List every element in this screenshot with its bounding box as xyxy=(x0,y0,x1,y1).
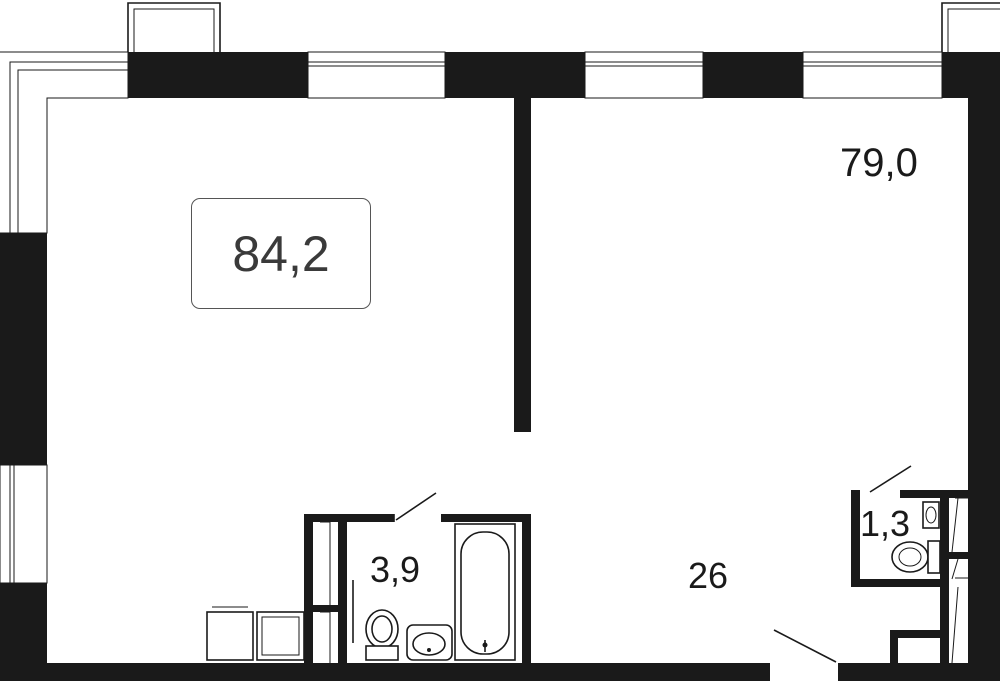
wc-toilet xyxy=(891,540,941,574)
storage-closet xyxy=(890,577,968,664)
washing-machine xyxy=(206,606,254,661)
washbasin xyxy=(406,624,453,661)
bathroom-door xyxy=(393,492,437,522)
wc-walls xyxy=(851,490,968,587)
bathtub xyxy=(454,523,516,661)
appliance-cabinet xyxy=(256,611,305,661)
window-left-lower xyxy=(0,464,48,584)
window-top-3 xyxy=(802,51,943,99)
total-area-badge: 84,2 xyxy=(191,198,371,309)
total-area-value: 84,2 xyxy=(232,225,330,282)
balcony-left xyxy=(127,2,221,52)
room-area-bathroom: 3,9 xyxy=(370,549,421,590)
wc-door xyxy=(869,465,912,493)
bathroom-walls xyxy=(304,514,531,663)
outer-walls xyxy=(0,52,1000,681)
wc-basin xyxy=(922,501,940,529)
room-area-wc: 1,3 xyxy=(860,503,911,544)
room-area-living: 79,0 xyxy=(840,141,918,185)
room-area-hall: 26 xyxy=(688,555,729,596)
entrance-door xyxy=(773,629,837,663)
partition-wall xyxy=(514,98,531,432)
window-top-1 xyxy=(307,51,446,99)
window-corner xyxy=(0,51,129,234)
windows xyxy=(0,51,943,584)
balcony-right xyxy=(941,2,1000,52)
window-top-2 xyxy=(584,51,704,99)
toilet xyxy=(365,609,399,661)
